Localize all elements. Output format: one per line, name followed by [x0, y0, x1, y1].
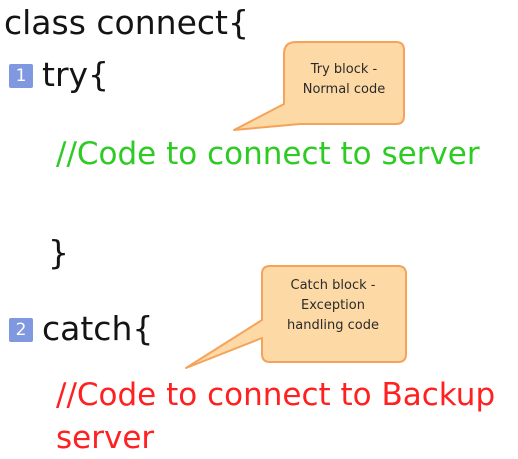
try-callout-bubble — [233, 41, 405, 131]
catch-comment-line-1: //Code to connect to Backup — [56, 377, 496, 413]
try-callout-text: Try block - Normal code — [302, 62, 386, 97]
step-badge-2: 2 — [9, 318, 33, 342]
catch-callout-text: Catch block - Exception handling code — [287, 278, 379, 333]
try-comment: //Code to connect to server — [56, 136, 480, 172]
class-declaration: class connect{ — [4, 3, 249, 42]
try-keyword: try{ — [42, 55, 110, 94]
catch-keyword: catch{ — [42, 309, 154, 348]
catch-callout-bubble — [185, 265, 407, 369]
step-badge-1: 1 — [9, 64, 33, 88]
try-closing-brace: } — [48, 233, 69, 272]
catch-comment-line-2: server — [56, 420, 155, 456]
